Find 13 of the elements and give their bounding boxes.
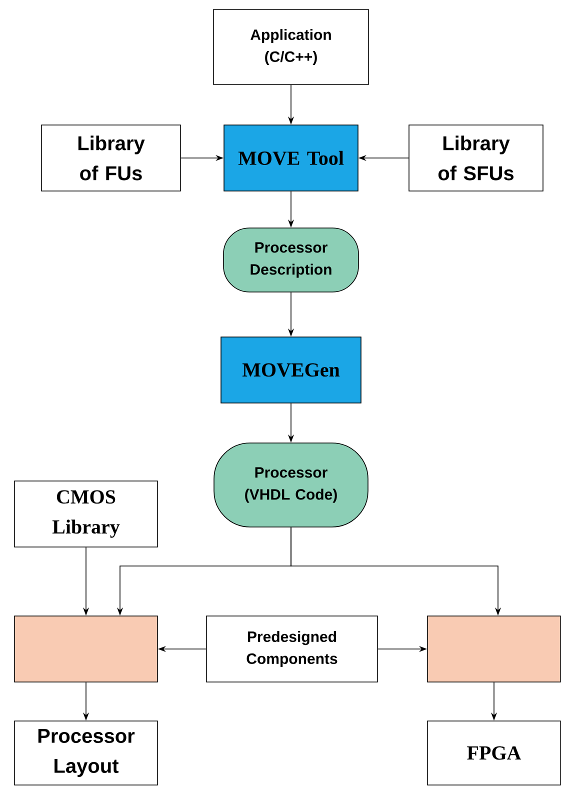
box: FPGA: [427, 720, 561, 786]
box: Processor Layout: [14, 720, 158, 786]
box: Library of FUs: [41, 124, 181, 192]
output-box: Processor Description: [223, 228, 359, 292]
empty-box: [14, 616, 158, 682]
output-box: Processor (VHDL Code): [214, 442, 368, 528]
box: CMOS Library: [14, 480, 158, 548]
box: Application (C/C++): [213, 9, 369, 85]
box: Library of SFUs: [408, 124, 544, 192]
box: Predesigned Components: [206, 616, 378, 682]
tool-box: MOVE Tool: [224, 124, 358, 192]
empty-box: [427, 616, 561, 682]
tool-box: MOVEGen: [220, 336, 362, 404]
